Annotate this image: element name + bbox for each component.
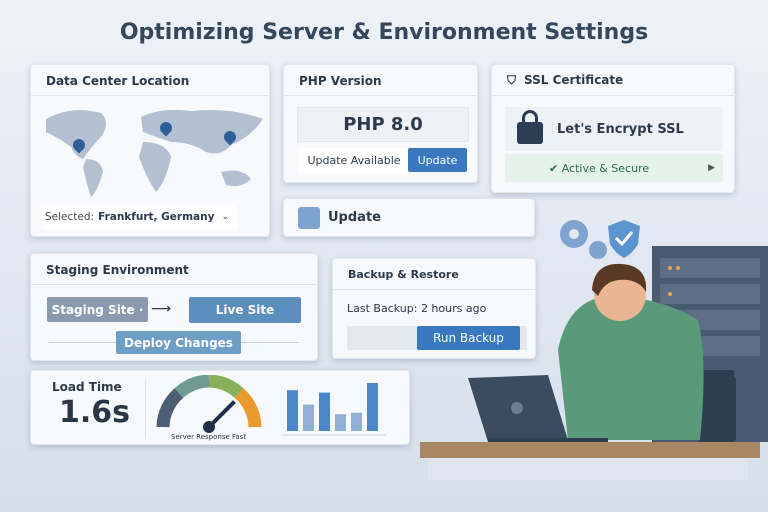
arrow-right-icon: ⟶ [151,301,172,317]
update-available-text: Update Available [299,148,409,173]
chair [698,376,736,442]
update-bar[interactable]: Update [283,198,535,237]
ssl-provider-name: Let's Encrypt SSL [557,121,684,137]
staging-heading: Staging Environment [31,254,317,285]
mini-bar [303,404,314,431]
load-time-heading: Load Time [52,380,122,394]
person-hair [592,263,647,296]
staging-site-button[interactable]: Staging Site · [47,297,148,322]
backup-heading: Backup & Restore [333,259,535,290]
php-version-card: PHP Version PHP 8.0 Update Available Upd… [283,64,478,183]
ssl-heading: SSL Certificate [524,73,624,87]
run-backup-button[interactable]: Run Backup [417,326,520,350]
last-backup-label: Last Backup: [347,302,418,315]
world-map[interactable] [31,97,269,199]
data-center-card: Data Center Location Selected: Frankfurt… [30,64,270,237]
staging-card: Staging Environment Staging Site · ⟶ Liv… [30,253,318,361]
developer-illustration [420,220,768,480]
selected-label: Selected: [45,211,95,223]
ssl-status-row[interactable]: ✔ Active & Secure ▶ [505,154,723,182]
mini-bar [319,392,330,431]
performance-card: Load Time 1.6s Server Response Fast [30,370,410,445]
package-icon [298,206,320,229]
mini-bar [335,414,346,431]
mini-bar [367,383,378,431]
gear-icon [560,220,607,259]
lock-icon [517,110,543,144]
last-backup-value: 2 hours ago [420,302,487,315]
shield-icon: ⛉ [507,72,517,87]
data-center-heading: Data Center Location [31,65,269,96]
ssl-status: ✔ Active & Secure [549,161,650,175]
chevron-right-icon: ▶ [708,163,715,173]
response-gauge [156,375,262,433]
load-time-value: 1.6s [59,395,131,430]
divider [145,379,146,439]
ssl-header: ⛉ SSL Certificate [492,65,734,96]
person-body [558,296,704,440]
ssl-provider-box: Let's Encrypt SSL [505,107,723,151]
mini-bar-chart [281,383,386,436]
php-version-display: PHP 8.0 [297,107,469,142]
deploy-changes-button[interactable]: Deploy Changes [116,331,241,354]
chevron-down-icon: ⌄ [221,212,229,222]
page-title: Optimizing Server & Environment Settings [119,20,649,45]
backup-card: Backup & Restore Last Backup: 2 hours ag… [332,258,536,359]
php-update-button[interactable]: Update [408,148,467,172]
selected-value: Frankfurt, Germany [98,211,215,223]
ssl-card: ⛉ SSL Certificate Let's Encrypt SSL ✔ Ac… [491,64,735,193]
update-bar-label: Update [328,210,381,225]
mini-bar [351,412,362,431]
gauge-needle [207,400,236,429]
php-heading: PHP Version [284,65,477,96]
gauge-hub [203,421,215,433]
last-backup: Last Backup: 2 hours ago [347,302,486,315]
mini-bar [287,390,298,431]
shield-check-icon [608,220,640,258]
desk [420,442,760,458]
location-select[interactable]: Selected: Frankfurt, Germany ⌄ [41,205,237,229]
live-site-button[interactable]: Live Site [189,297,301,323]
gauge-label: Server Response Fast [171,433,247,441]
